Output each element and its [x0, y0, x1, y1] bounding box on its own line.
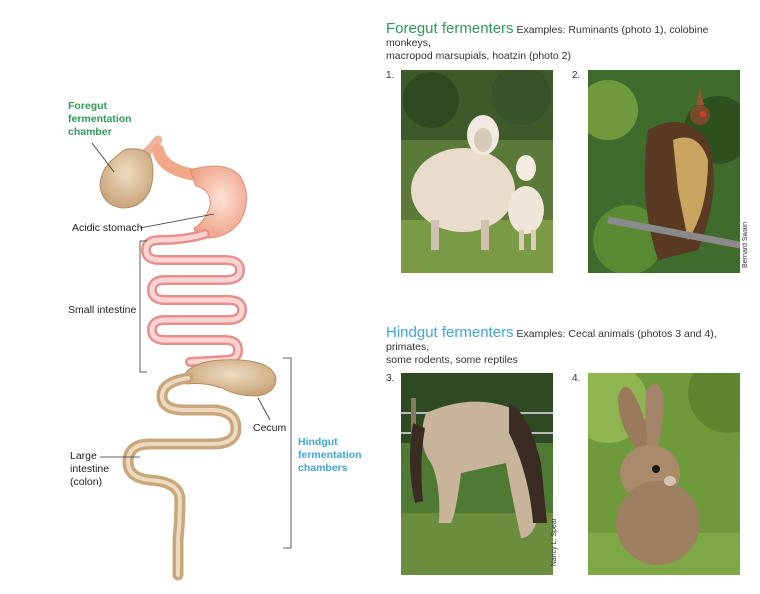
hindgut-desc-line2: some rodents, some reptiles — [386, 354, 518, 366]
foregut-desc-line1: Examples: Ruminants (photo 1), colobine … — [386, 24, 709, 49]
label-acidic-stomach: Acidic stomach — [72, 222, 143, 234]
acidic-stomach — [189, 165, 247, 239]
label-cecum: Cecum — [253, 422, 287, 434]
large-intestine — [122, 372, 242, 581]
foregut-desc-line2: macropod marsupials, hoatzin (photo 2) — [386, 50, 572, 62]
hindgut-desc-line1: Examples: Cecal animals (photos 3 and 4)… — [386, 328, 717, 353]
photo-sheep — [401, 70, 553, 273]
photo-number-1: 1. — [386, 70, 395, 81]
label-large-intestine: Large intestine (colon) — [70, 450, 110, 488]
photo-credit-nancy-spear: Nancy L. Spear — [551, 518, 558, 567]
photo-credit-bernard-swain: Bernard Swain — [742, 222, 749, 268]
leader-cecum — [257, 397, 271, 421]
photo-horse — [401, 373, 553, 575]
photo-hoatzin — [588, 70, 740, 273]
foregut-chamber — [99, 148, 154, 209]
photo-number-4: 4. — [572, 373, 581, 384]
label-foregut-chamber: Foregut fermentation chamber — [68, 100, 132, 138]
hindgut-bracket — [283, 357, 292, 549]
photo-rabbit — [588, 373, 740, 575]
label-hindgut-chambers: Hindgut fermentation chambers — [298, 436, 362, 474]
foregut-title: Foregut fermenters — [386, 20, 514, 37]
hindgut-header: Hindgut fermenters Examples: Cecal anima… — [386, 324, 746, 367]
small-intestine-bracket — [139, 240, 147, 373]
hindgut-title: Hindgut fermenters — [386, 324, 514, 341]
photo-number-2: 2. — [572, 70, 581, 81]
leader-stomach — [139, 213, 215, 229]
digestive-tract-diagram — [91, 22, 292, 581]
cecum — [185, 359, 277, 397]
foregut-header: Foregut fermenters Examples: Ruminants (… — [386, 20, 746, 63]
label-small-intestine: Small intestine — [68, 304, 137, 316]
leader-foregut — [91, 142, 115, 173]
photo-number-3: 3. — [386, 373, 395, 384]
